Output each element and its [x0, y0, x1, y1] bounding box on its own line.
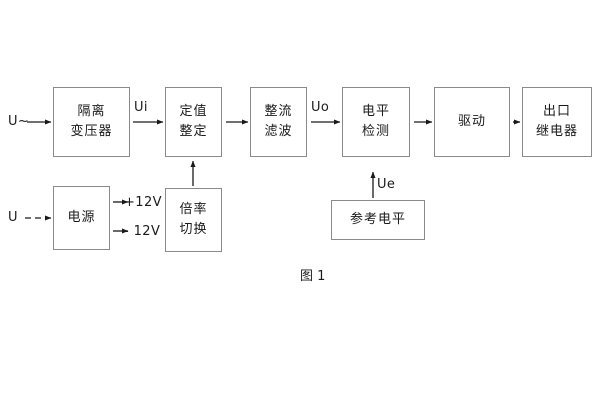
block-line: 检测	[361, 124, 390, 139]
block-line: 变压器	[70, 124, 113, 139]
label-signal-ui: Ui	[134, 100, 148, 115]
block-line: 隔离	[77, 103, 106, 119]
block-drive: 驱动	[434, 87, 510, 157]
block-power-supply: 电源	[53, 186, 110, 250]
block-line: 电源	[67, 209, 96, 225]
block-setting-value: 定值 整定	[165, 87, 222, 157]
block-line: 出口	[542, 103, 571, 119]
block-level-detection: 电平 检测	[342, 87, 410, 157]
block-line: 滤波	[264, 124, 293, 139]
block-line: 整流	[264, 103, 293, 119]
block-line: 定值	[179, 103, 208, 119]
block-line: 电平	[361, 103, 390, 119]
label-input-ac: U~	[8, 114, 30, 129]
label-signal-uo: Uo	[311, 100, 330, 115]
block-line: 参考电平	[349, 211, 406, 227]
block-isolation-transformer: 隔离 变压器	[53, 87, 130, 157]
block-rectify-filter: 整流 滤波	[250, 87, 307, 157]
block-multiplier-switch: 倍率 切换	[165, 188, 222, 252]
figure-caption: 图 1	[300, 269, 326, 284]
label-rail-positive: +12V	[124, 195, 162, 210]
label-rail-negative: - 12V	[124, 224, 161, 239]
block-line: 继电器	[535, 124, 578, 139]
block-output-relay: 出口 继电器	[522, 87, 592, 157]
block-reference-level: 参考电平	[331, 200, 425, 240]
block-line: 驱动	[457, 113, 486, 129]
block-line: 切换	[179, 222, 208, 237]
label-signal-ue: Ue	[377, 177, 396, 192]
label-input-dc: U	[8, 210, 18, 225]
block-line: 整定	[179, 124, 208, 139]
block-line: 倍率	[179, 201, 208, 217]
